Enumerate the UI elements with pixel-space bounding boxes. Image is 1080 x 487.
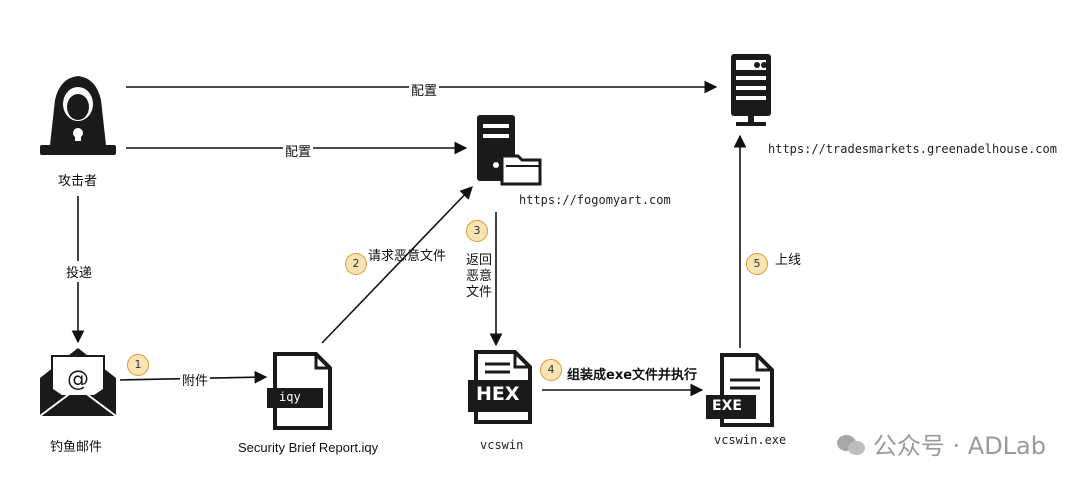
watermark: 公众号 · ADLab (836, 426, 1046, 461)
step-4-marker: 4 (540, 359, 562, 381)
watermark-text: 公众号 · ADLab (872, 432, 1046, 460)
return-label-line2: 恶意 (466, 269, 493, 284)
step-3-marker: 3 (466, 220, 488, 242)
wechat-icon (836, 433, 867, 457)
config-mid-label: 配置 (283, 141, 314, 160)
edge-request (321, 186, 473, 344)
config-top-label: 配置 (409, 80, 440, 99)
step-2-marker: 2 (345, 253, 367, 275)
hex-badge: HEX (476, 383, 520, 405)
step-5-marker: 5 (746, 253, 768, 275)
server-folder-icon (477, 115, 542, 186)
attachment-file-label: Security Brief Report.iqy (238, 440, 379, 455)
hacker-icon (40, 76, 116, 155)
mail-icon: @ (39, 348, 117, 417)
server1-url: https://fogomyart.com (519, 193, 671, 207)
return-label-line3: 文件 (466, 285, 493, 300)
step-1-marker: 1 (127, 354, 149, 376)
server2-url: https://tradesmarkets.greenadelhouse.com (768, 142, 1057, 156)
phishing-email-label: 钓鱼邮件 (50, 440, 103, 455)
deliver-label: 投递 (64, 261, 95, 282)
svg-text:@: @ (67, 367, 89, 392)
exe-badge: EXE (712, 398, 742, 414)
hex-file-label: vcswin (480, 438, 524, 452)
attach-label: 附件 (180, 370, 211, 389)
iqy-file-icon (267, 352, 332, 430)
request-label: 请求恶意文件 (368, 249, 447, 264)
return-label-line1: 返回 (466, 253, 493, 268)
iqy-badge: iqy (279, 390, 301, 404)
assemble-label: 组装成exe文件并执行 (567, 368, 698, 383)
exe-file-label: vcswin.exe (714, 433, 787, 447)
server-icon (731, 54, 771, 126)
return-label: 返回 恶意 文件 (466, 253, 492, 301)
hex-file-icon (468, 350, 532, 424)
attacker-label: 攻击者 (58, 174, 98, 189)
exe-file-icon (706, 353, 774, 427)
online-label: 上线 (775, 253, 802, 268)
